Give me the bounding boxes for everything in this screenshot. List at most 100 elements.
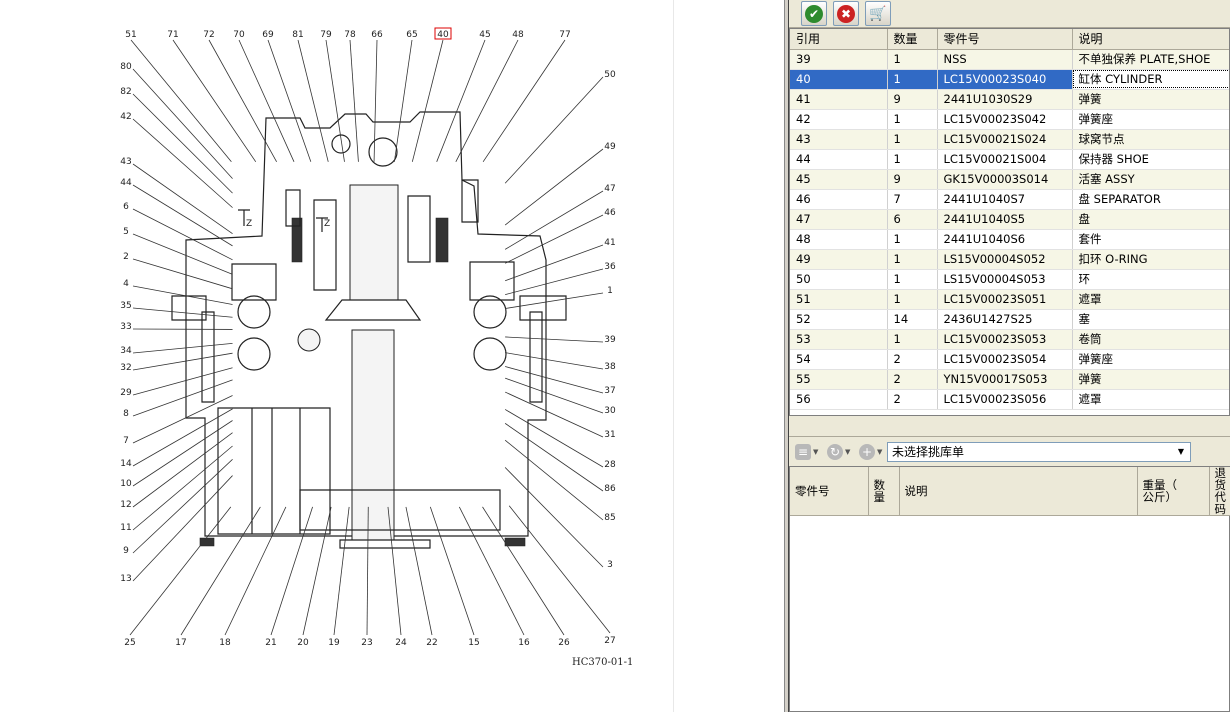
cell-ref[interactable]: 56 bbox=[790, 389, 888, 410]
column-header-description[interactable]: 说明 bbox=[1072, 29, 1229, 50]
cell-part-no[interactable]: LC15V00023S051 bbox=[937, 289, 1073, 310]
cell-description[interactable]: 弹簧 bbox=[1072, 89, 1229, 110]
column-header-return-code[interactable]: 退货代码 bbox=[1209, 467, 1230, 516]
callout-42[interactable]: 42 bbox=[120, 112, 131, 122]
column-header-weight[interactable]: 重量（公斤） bbox=[1137, 467, 1210, 516]
cell-part-no[interactable]: YN15V00017S053 bbox=[937, 369, 1073, 390]
cell-part-no[interactable]: GK15V00003S014 bbox=[937, 169, 1073, 190]
cell-qty[interactable]: 1 bbox=[887, 329, 938, 350]
callout-30[interactable]: 30 bbox=[604, 406, 616, 416]
cell-ref[interactable]: 51 bbox=[790, 289, 888, 310]
cell-description[interactable]: 环 bbox=[1072, 269, 1229, 290]
callout-3[interactable]: 3 bbox=[607, 560, 613, 570]
callout-86[interactable]: 86 bbox=[604, 484, 616, 494]
column-header-part-no[interactable]: 零件号 bbox=[790, 467, 869, 516]
callout-17[interactable]: 17 bbox=[175, 638, 186, 648]
confirm-button[interactable]: ✔ bbox=[801, 1, 827, 26]
callout-66[interactable]: 66 bbox=[371, 30, 383, 40]
cell-ref[interactable]: 48 bbox=[790, 229, 888, 250]
cell-part-no[interactable]: LC15V00023S054 bbox=[937, 349, 1073, 370]
callout-10[interactable]: 10 bbox=[120, 479, 132, 489]
cell-qty[interactable]: 1 bbox=[887, 289, 938, 310]
callout-9[interactable]: 9 bbox=[123, 546, 129, 556]
callout-5[interactable]: 5 bbox=[123, 227, 129, 237]
cell-part-no[interactable]: NSS bbox=[937, 49, 1073, 70]
callout-25[interactable]: 25 bbox=[124, 638, 135, 648]
cell-part-no[interactable]: LC15V00023S056 bbox=[937, 389, 1073, 410]
callout-71[interactable]: 71 bbox=[167, 30, 178, 40]
callout-6[interactable]: 6 bbox=[123, 202, 129, 212]
callout-31[interactable]: 31 bbox=[604, 430, 615, 440]
cell-part-no[interactable]: LC15V00023S053 bbox=[937, 329, 1073, 350]
callout-39[interactable]: 39 bbox=[604, 335, 616, 345]
cell-description[interactable]: 卷筒 bbox=[1072, 329, 1229, 350]
callout-80[interactable]: 80 bbox=[120, 62, 132, 72]
cell-part-no[interactable]: 2441U1040S7 bbox=[937, 189, 1073, 210]
cell-ref[interactable]: 46 bbox=[790, 189, 888, 210]
callout-82[interactable]: 82 bbox=[120, 87, 131, 97]
callout-4[interactable]: 4 bbox=[123, 279, 129, 289]
cell-qty[interactable]: 2 bbox=[887, 389, 938, 410]
callout-28[interactable]: 28 bbox=[604, 460, 616, 470]
cell-description[interactable]: 缸体 CYLINDER bbox=[1072, 69, 1229, 90]
callout-19[interactable]: 19 bbox=[328, 638, 340, 648]
cancel-button[interactable]: ✖ bbox=[833, 1, 859, 26]
callout-11[interactable]: 11 bbox=[120, 523, 131, 533]
cell-qty[interactable]: 1 bbox=[887, 249, 938, 270]
cell-qty[interactable]: 9 bbox=[887, 169, 938, 190]
cell-ref[interactable]: 53 bbox=[790, 329, 888, 350]
callout-14[interactable]: 14 bbox=[120, 459, 132, 469]
callout-33[interactable]: 33 bbox=[120, 322, 131, 332]
column-header-description[interactable]: 说明 bbox=[899, 467, 1138, 516]
callout-37[interactable]: 37 bbox=[604, 386, 615, 396]
cell-qty[interactable]: 1 bbox=[887, 49, 938, 70]
callout-1[interactable]: 1 bbox=[607, 286, 613, 296]
database-menu-button[interactable]: ≡▼ bbox=[795, 443, 818, 461]
callout-20[interactable]: 20 bbox=[297, 638, 309, 648]
callout-47[interactable]: 47 bbox=[604, 184, 615, 194]
cell-qty[interactable]: 2 bbox=[887, 369, 938, 390]
callout-45[interactable]: 45 bbox=[479, 30, 490, 40]
callout-77[interactable]: 77 bbox=[559, 30, 570, 40]
cell-qty[interactable]: 1 bbox=[887, 69, 938, 90]
cell-ref[interactable]: 54 bbox=[790, 349, 888, 370]
callout-8[interactable]: 8 bbox=[123, 409, 129, 419]
callout-27[interactable]: 27 bbox=[604, 636, 615, 646]
cell-description[interactable]: 弹簧座 bbox=[1072, 349, 1229, 370]
callout-81[interactable]: 81 bbox=[292, 30, 303, 40]
callout-50[interactable]: 50 bbox=[604, 70, 616, 80]
callout-15[interactable]: 15 bbox=[468, 638, 479, 648]
callout-18[interactable]: 18 bbox=[219, 638, 231, 648]
cell-part-no[interactable]: LC15V00021S024 bbox=[937, 129, 1073, 150]
cell-part-no[interactable]: LS15V00004S052 bbox=[937, 249, 1073, 270]
callout-34[interactable]: 34 bbox=[120, 346, 132, 356]
callout-43[interactable]: 43 bbox=[120, 157, 131, 167]
add-menu-button[interactable]: +▼ bbox=[859, 443, 882, 461]
column-header-ref[interactable]: 引用 bbox=[790, 29, 888, 50]
callout-38[interactable]: 38 bbox=[604, 362, 616, 372]
callout-51[interactable]: 51 bbox=[125, 30, 136, 40]
cell-ref[interactable]: 39 bbox=[790, 49, 888, 70]
cell-ref[interactable]: 50 bbox=[790, 269, 888, 290]
cell-description[interactable]: 遮罩 bbox=[1072, 289, 1229, 310]
cell-description[interactable]: 活塞 ASSY bbox=[1072, 169, 1229, 190]
cell-description[interactable]: 套件 bbox=[1072, 229, 1229, 250]
picklist-select[interactable]: 未选择挑库单 ▼ bbox=[887, 442, 1191, 462]
cell-part-no[interactable]: 2441U1040S6 bbox=[937, 229, 1073, 250]
column-header-qty[interactable]: 数量 bbox=[868, 467, 900, 516]
cell-part-no[interactable]: LC15V00021S004 bbox=[937, 149, 1073, 170]
cell-ref[interactable]: 43 bbox=[790, 129, 888, 150]
cell-ref[interactable]: 49 bbox=[790, 249, 888, 270]
cell-qty[interactable]: 1 bbox=[887, 229, 938, 250]
cell-part-no[interactable]: 2436U1427S25 bbox=[937, 309, 1073, 330]
